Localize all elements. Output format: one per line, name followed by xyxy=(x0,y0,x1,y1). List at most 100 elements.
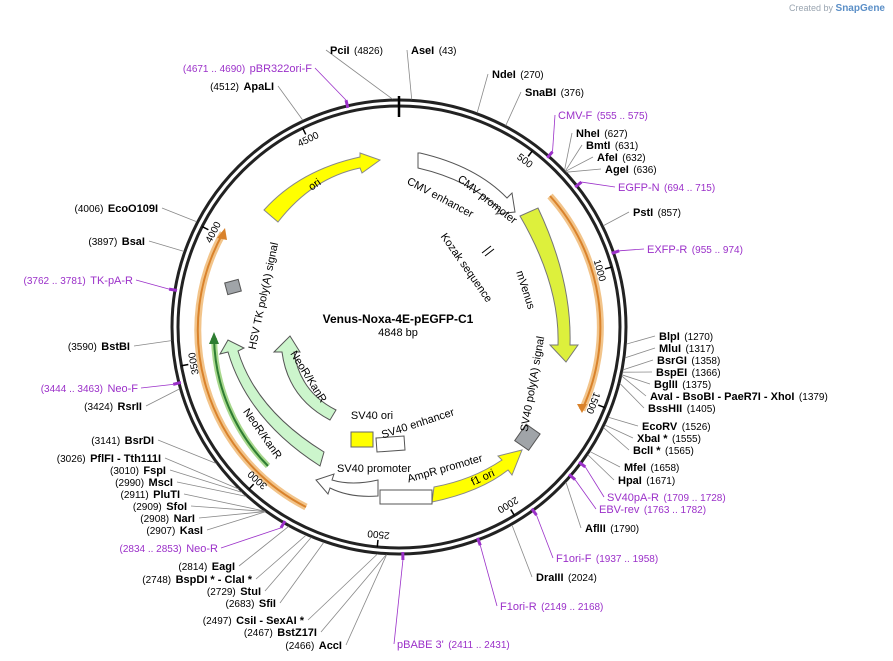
site-leader-bsrgi xyxy=(622,359,654,371)
site-label-psti: PstI (857) xyxy=(633,203,681,220)
site-name-pcii: PciI xyxy=(330,45,350,57)
site-leader-bsrdi xyxy=(157,439,217,464)
primer-range-tk-pa-r: (3762 .. 3781) xyxy=(24,276,86,287)
site-name-kasi: KasI xyxy=(180,525,203,537)
site-label-ecorv: EcoRV (1526) xyxy=(642,417,711,434)
site-name-bcli: BclI * xyxy=(633,445,661,457)
site-label-bcli: BclI * (1565) xyxy=(633,441,694,458)
site-pos-bsshii: (1405) xyxy=(687,404,716,415)
site-label-bstbi: (3590) BstBI xyxy=(68,337,130,354)
site-leader-draiii xyxy=(511,524,533,578)
site-name-blpi: BlpI xyxy=(659,331,680,343)
site-name-stui: StuI xyxy=(240,586,261,598)
site-leader-fspi xyxy=(169,469,243,493)
tick-label-3500: 3500 xyxy=(187,351,202,375)
primer-range-sv40pa-r: (1709 .. 1728) xyxy=(663,493,725,504)
site-name-pflfi-tth111i: PflFI - Tth111I xyxy=(90,453,161,465)
site-leader-ndei xyxy=(476,73,489,113)
site-leader-snabi xyxy=(505,91,522,126)
site-name-bsai: BsaI xyxy=(122,236,145,248)
site-label-avai-bsobi-paer7i-xhoi: AvaI - BsoBI - PaeR7I - XhoI (1379) xyxy=(650,387,828,404)
feature-label-hsv-tk-poly-a-signal: HSV TK poly(A) signal xyxy=(247,241,281,350)
site-pos-bglii: (1375) xyxy=(682,380,711,391)
site-leader-csii-sexai xyxy=(307,553,378,621)
site-pos-mfei: (1658) xyxy=(650,463,679,474)
primer-mark-f1ori-r xyxy=(476,537,482,546)
orf-arc-mvenus-head xyxy=(577,404,587,413)
site-label-csii-sexai: (2497) CsiI - SexAI * xyxy=(203,611,305,628)
site-pos-snabi: (376) xyxy=(561,88,584,99)
primer-range-pbabe-3: (2411 .. 2431) xyxy=(448,640,510,651)
primer-mark-exfp-r xyxy=(611,249,620,255)
site-name-apali: ApaLI xyxy=(243,81,274,93)
tick-mark-3000 xyxy=(248,483,255,490)
site-label-bsshii: BssHII (1405) xyxy=(648,399,716,416)
site-leader-bstbi xyxy=(133,340,172,347)
site-leader-xbai xyxy=(604,424,634,439)
primer-label-f1ori-f: F1ori-F (1937 .. 1958) xyxy=(556,549,658,566)
site-name-snabi: SnaBI xyxy=(525,87,556,99)
primer-mark-neo-r xyxy=(279,520,287,529)
feature-neor-inner xyxy=(218,339,325,467)
primer-leader-cmv-f xyxy=(552,114,556,152)
site-name-rsrii: RsrII xyxy=(118,401,142,413)
tick-mark-2000 xyxy=(510,509,516,516)
site-name-afei: AfeI xyxy=(597,152,618,164)
site-pos-sfii: (2683) xyxy=(226,599,255,610)
site-leader-bspdi-clai xyxy=(255,534,307,580)
site-label-agei: AgeI (636) xyxy=(605,160,657,177)
site-label-bstz17i: (2467) BstZ17I xyxy=(244,623,317,640)
primer-range-egfp-n: (694 .. 715) xyxy=(664,183,715,194)
site-label-sfoi: (2909) SfoI xyxy=(133,497,187,514)
primer-name-ebv-rev: EBV-rev xyxy=(599,504,640,516)
site-name-hpai: HpaI xyxy=(618,475,642,487)
site-leader-avai-bsobi-paer7i-xhoi xyxy=(621,375,647,397)
primer-mark-pbr322ori-f xyxy=(344,99,350,109)
primer-label-pbr322ori-f: (4671 .. 4690) pBR322ori-F xyxy=(183,59,312,76)
site-label-mfei: MfeI (1658) xyxy=(624,458,679,475)
site-name-bmti: BmtI xyxy=(586,140,610,152)
primer-leader-f1ori-f xyxy=(536,514,554,559)
site-name-asei: AseI xyxy=(411,45,434,57)
site-label-bmti: BmtI (631) xyxy=(586,136,638,153)
primer-range-cmv-f: (555 .. 575) xyxy=(597,111,648,122)
site-pos-stui: (2729) xyxy=(207,587,236,598)
site-leader-sfii xyxy=(279,542,325,604)
site-pos-hpai: (1671) xyxy=(646,476,675,487)
site-label-bspei: BspEI (1366) xyxy=(656,363,721,380)
site-leader-pluti xyxy=(183,493,265,512)
site-label-rsrii: (3424) RsrII xyxy=(84,397,142,414)
site-name-msci: MscI xyxy=(149,477,173,489)
feature-cmv-enhancer xyxy=(417,152,516,215)
site-leader-acci xyxy=(345,554,387,646)
site-pos-acci: (2466) xyxy=(285,641,314,652)
primer-label-neo-r: (2834 .. 2853) Neo-R xyxy=(119,539,218,556)
tick-label-500: 500 xyxy=(514,152,534,171)
site-pos-bsrgi: (1358) xyxy=(691,356,720,367)
site-leader-pflfi-tth111i xyxy=(164,457,239,490)
site-leader-bstz17i xyxy=(320,554,387,633)
site-name-avai-bsobi-paer7i-xhoi: AvaI - BsoBI - PaeR7I - XhoI xyxy=(650,391,794,403)
site-label-nari: (2908) NarI xyxy=(140,509,195,526)
site-name-fspi: FspI xyxy=(143,465,166,477)
site-pos-nhei: (627) xyxy=(604,129,627,140)
site-label-draiii: DraIII (2024) xyxy=(536,568,597,585)
tick-label-4500: 4500 xyxy=(296,130,321,150)
primer-leader-exfp-r xyxy=(619,248,645,252)
site-name-aflii: AflII xyxy=(585,523,606,535)
primer-leader-pbabe-3 xyxy=(393,559,404,645)
feature-mvenus xyxy=(519,207,579,363)
site-leader-kasi xyxy=(206,511,266,531)
site-label-bsrgi: BsrGI (1358) xyxy=(657,351,720,368)
primer-name-sv40pa-r: SV40pA-R xyxy=(607,492,659,504)
orf-arc-neor-inner-core xyxy=(213,337,269,467)
site-name-bspei: BspEI xyxy=(656,367,687,379)
tick-mark-4500 xyxy=(301,127,307,135)
site-name-pluti: PluTI xyxy=(153,489,180,501)
site-leader-bsai xyxy=(148,240,185,252)
site-pos-aflii: (1790) xyxy=(610,524,639,535)
site-leader-rsrii xyxy=(145,388,180,407)
primer-label-exfp-r: EXFP-R (955 .. 974) xyxy=(647,240,743,257)
site-pos-bcli: (1565) xyxy=(665,446,694,457)
tick-mark-2500 xyxy=(376,539,379,548)
